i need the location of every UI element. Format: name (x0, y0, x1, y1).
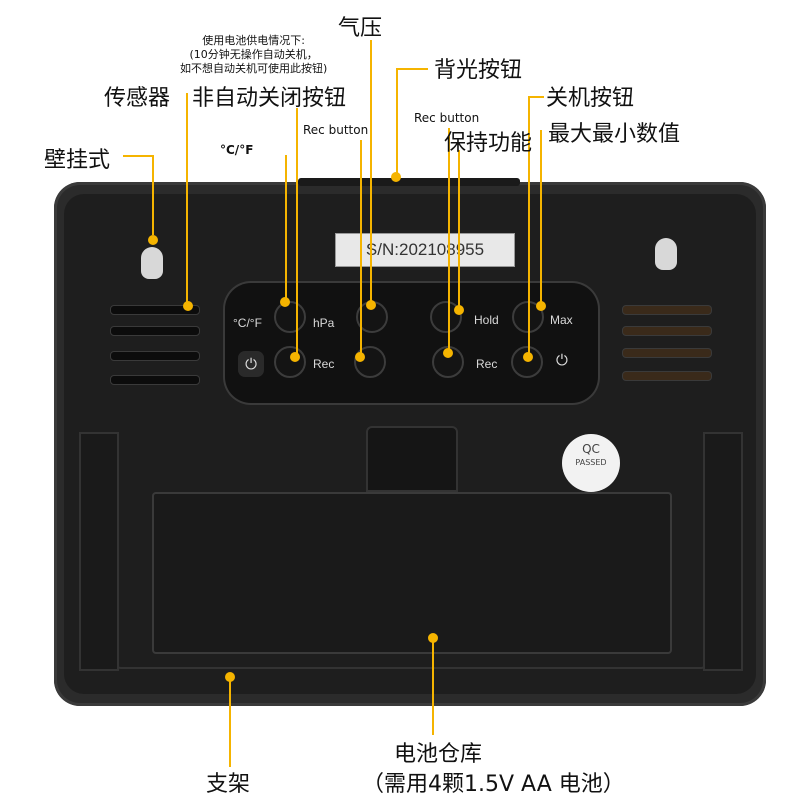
hold-marker (454, 305, 464, 315)
vent-slot (622, 371, 712, 381)
wall-mount-leader-line (152, 155, 154, 235)
max-leader-line (540, 130, 542, 306)
sensor-marker (183, 301, 193, 311)
stand-leader-line (229, 679, 231, 767)
rec-button-left-label: Rec button (303, 123, 369, 137)
top-edge-button-strip (298, 178, 520, 186)
non-auto-off-leader-line (296, 108, 298, 356)
wall-mount-marker (148, 235, 158, 245)
battery-marker (428, 633, 438, 643)
non-auto-off-button[interactable] (274, 346, 306, 378)
max-marker (536, 301, 546, 311)
serial-number-label: S/N:202108955 (335, 233, 515, 267)
rec-right-leader-line (448, 128, 450, 353)
max-button-label: Max (550, 313, 573, 327)
sensor-label: 传感器 (104, 86, 171, 111)
backlight-leader-line (396, 68, 428, 70)
stand-leg-left (79, 432, 119, 671)
non-auto-off-marker (290, 352, 300, 362)
power-icon[interactable]: ⏻ (238, 351, 264, 377)
vent-slot (622, 326, 712, 336)
wall-mount-leader-line (123, 155, 153, 157)
stand-leg-right (703, 432, 743, 671)
backlight-leader-line (396, 68, 398, 176)
unit-label: °C/°F (220, 143, 254, 157)
power-off-leader-line (528, 96, 544, 98)
battery-leader-line (432, 640, 434, 735)
power-off-marker (523, 352, 533, 362)
wall-mount-label: 壁挂式 (44, 148, 111, 173)
qc-passed-text: PASSED (575, 458, 607, 467)
pressure-marker (366, 300, 376, 310)
backlight-marker (391, 172, 401, 182)
rec-left-label: Rec (313, 357, 335, 371)
hold-button-label: Hold (474, 313, 499, 327)
vent-slot (622, 348, 712, 358)
qc-passed-sticker: QC PASSED (562, 434, 620, 492)
rec-button-left[interactable] (354, 346, 386, 378)
vent-slot (110, 351, 200, 361)
power-off-leader-line (528, 96, 530, 358)
battery-requirement-label: （需用4颗1.5V AA 电池） (362, 772, 625, 797)
unit-leader-line (285, 155, 287, 302)
unit-marker (280, 297, 290, 307)
pressure-label: 气压 (338, 16, 383, 41)
vent-slot (110, 305, 200, 315)
sensor-leader-line (186, 93, 188, 303)
stand-marker (225, 672, 235, 682)
wall-mount-hole-right (655, 238, 677, 270)
wall-mount-hole-left (141, 247, 163, 279)
hold-leader-line (458, 150, 460, 310)
max-min-label: 最大最小数值 (548, 122, 681, 147)
pressure-leader-line (370, 40, 372, 305)
hold-function-label: 保持功能 (444, 131, 533, 156)
qc-text: QC (582, 442, 600, 456)
vent-slot (110, 326, 200, 336)
power-off-button-label: 关机按钮 (546, 86, 635, 111)
rec-right-marker (443, 348, 453, 358)
backlight-button-label: 背光按钮 (434, 58, 523, 83)
vent-slot (622, 305, 712, 315)
rec-right-label: Rec (476, 357, 498, 371)
non-auto-off-button-label: 非自动关闭按钮 (192, 86, 347, 111)
battery-compartment-label: 电池仓库 (394, 742, 483, 767)
rec-button-right-label: Rec button (414, 111, 480, 125)
power-icon: ⏻ (556, 351, 568, 369)
rec-left-marker (355, 352, 365, 362)
auto-off-note: 使用电池供电情况下: (10分钟无操作自动关机， 如不想自动关机可使用此按钮) (180, 34, 328, 75)
hold-button[interactable] (430, 301, 462, 333)
power-off-button[interactable] (511, 346, 543, 378)
stand-latch[interactable] (366, 426, 458, 492)
rec-left-leader-line (360, 140, 362, 355)
stand-label: 支架 (206, 772, 251, 797)
unit-toggle-button[interactable] (274, 301, 306, 333)
battery-compartment-cover[interactable] (152, 492, 672, 654)
hpa-button-label: hPa (313, 316, 335, 330)
unit-button-label: °C/°F (233, 316, 262, 330)
vent-slot (110, 375, 200, 385)
